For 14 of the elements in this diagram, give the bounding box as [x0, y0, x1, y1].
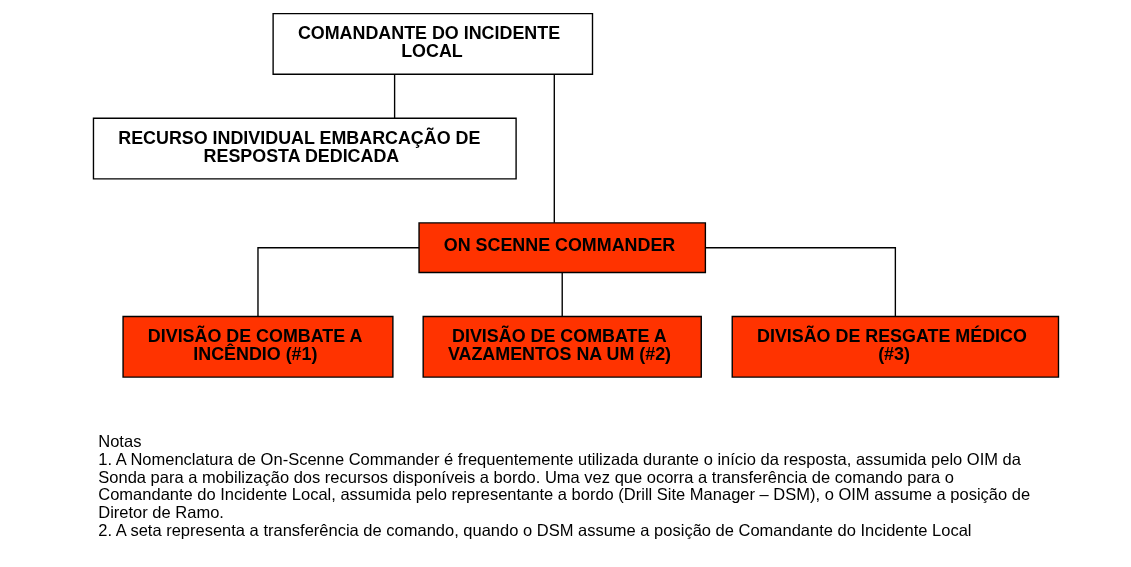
connector [561, 272, 563, 318]
label: Notas [97, 431, 141, 450]
node-box: ON SCENNE COMMANDER [417, 222, 706, 274]
label: 2. A seta representa a transferência de comando, quando o DSM assume a posição de Comandante do Incidente Local [97, 521, 972, 540]
connector [393, 74, 395, 119]
node-box: COMANDANTE DO INCIDENTE LOCAL [271, 13, 593, 75]
connector [704, 247, 896, 317]
connector [553, 73, 555, 224]
label: 1. A Nomenclatura de On-Scenne Commander é frequentemente utilizada durante o início da resposta, assumida pelo OIM da Sonda para a mobilização dos recursos disponíveis a bordo. Uma vez que ocorra a transferência de comando para o Comandante do Incidente Local, assumida pelo representante a bordo (Drill Site Manager – DSM), o OIM assume a posição de Diretor de Ramo. [97, 449, 1030, 522]
node-box: DIVISÃO DE COMBATE A INCÊNDIO (#1) [121, 315, 394, 378]
connector [256, 247, 420, 317]
node-box: RECURSO INDIVIDUAL EMBARCAÇÃO DE RESPOSTA DEDICADA [92, 117, 517, 180]
node-box: DIVISÃO DE RESGATE MÉDICO (#3) [731, 315, 1059, 378]
node-box: DIVISÃO DE COMBATE A VAZAMENTOS NA UM (#2) [422, 315, 702, 378]
